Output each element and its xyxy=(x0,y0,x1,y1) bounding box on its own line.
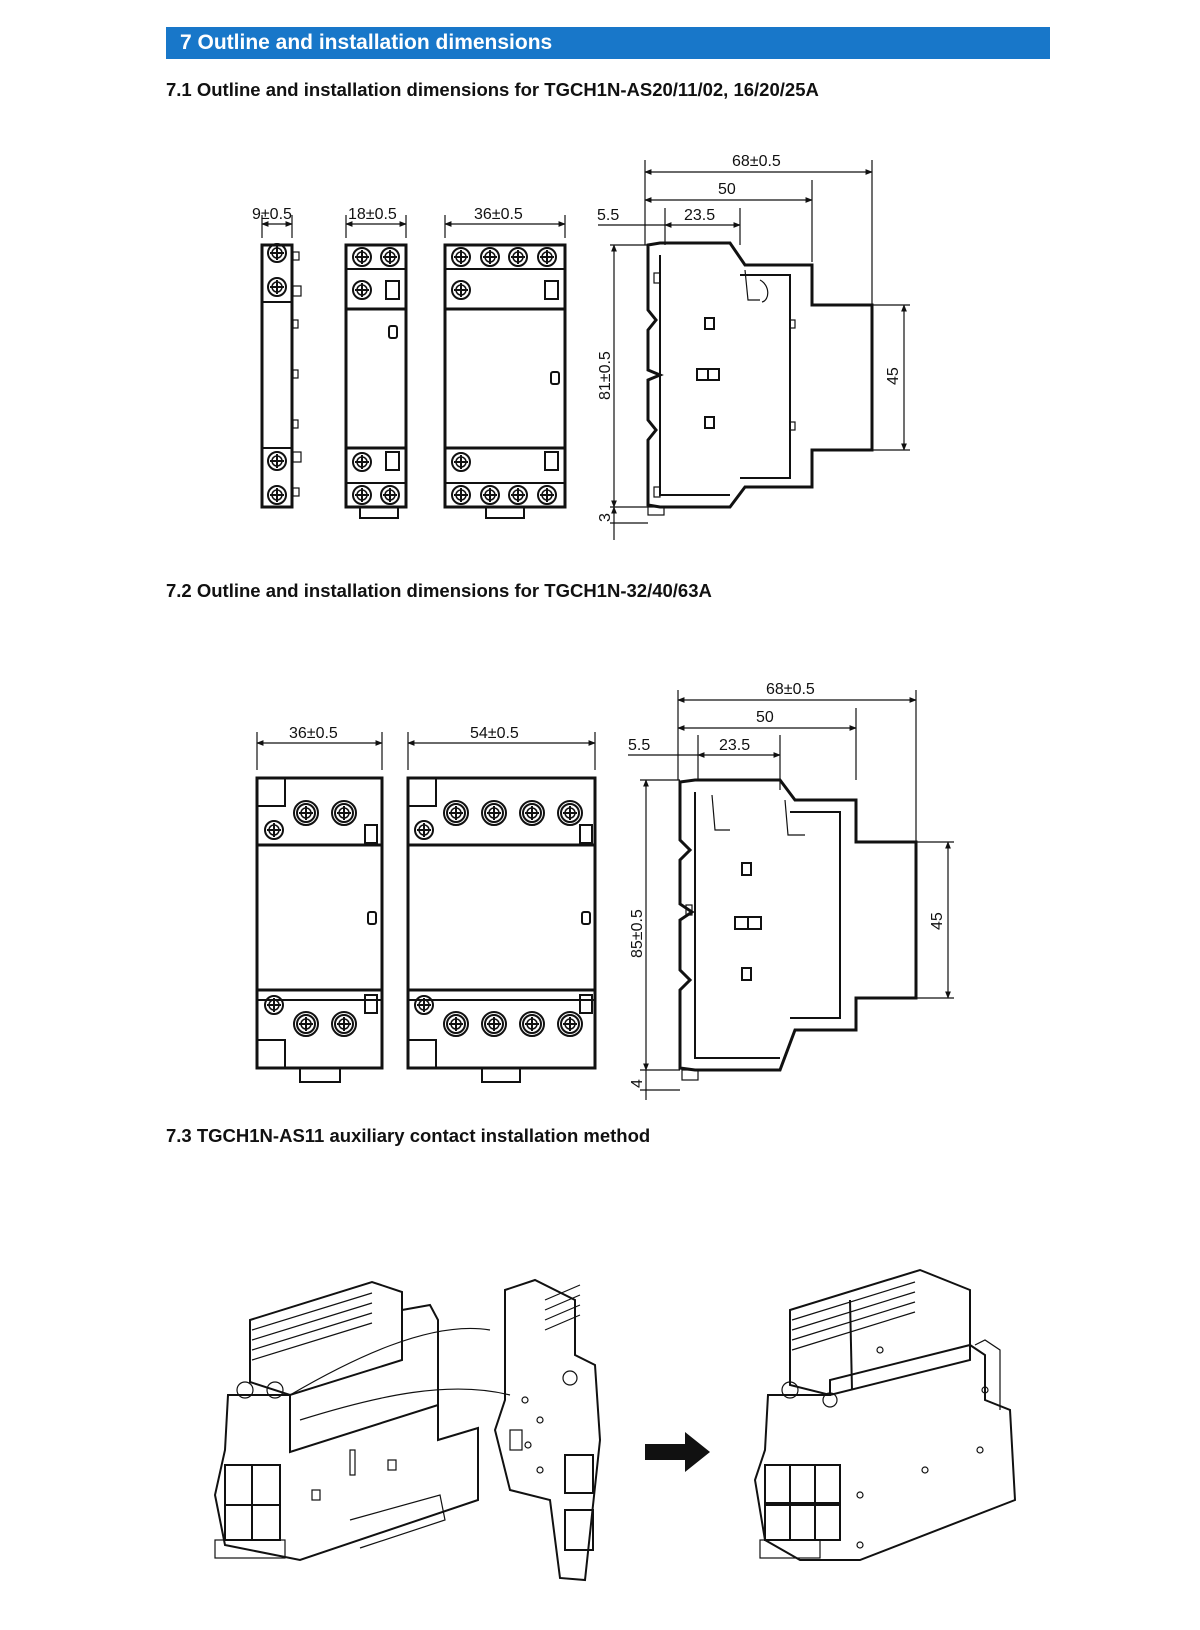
dim-mid-width-2: 50 xyxy=(756,709,774,726)
dim-base: 3 xyxy=(597,513,614,522)
contactor-36mm-front-large: 36±0.5 xyxy=(255,725,384,1083)
dim-height: 81±0.5 xyxy=(597,351,614,400)
dim-total-width: 68±0.5 xyxy=(732,153,781,170)
dim-width-36-large: 36±0.5 xyxy=(289,725,338,742)
dim-offset: 5.5 xyxy=(597,207,619,224)
dim-height-2: 85±0.5 xyxy=(629,909,646,958)
aux-module-9mm-front: 9±0.5 xyxy=(252,206,302,509)
section-banner: 7 Outline and installation dimensions xyxy=(166,27,1050,59)
install-arrow-icon xyxy=(645,1432,710,1472)
contactor-perspective-assembled xyxy=(753,1268,1017,1561)
contactor-36mm-front: 36±0.5 xyxy=(443,206,567,519)
contactor-18mm-front: 18±0.5 xyxy=(344,206,408,519)
dim-base-2: 4 xyxy=(629,1079,646,1088)
dim-width-9: 9±0.5 xyxy=(252,206,292,223)
section-7-1-title: 7.1 Outline and installation dimensions … xyxy=(166,79,819,100)
figure-7-3-installation xyxy=(213,1268,1017,1582)
dim-rail: 45 xyxy=(885,367,902,385)
dim-rail-2: 45 xyxy=(929,912,946,930)
contactor-side-view-2: 68±0.5 50 23.5 5.5 85±0.5 4 45 xyxy=(628,681,954,1100)
dim-offset-2: 5.5 xyxy=(628,737,650,754)
section-7-2-title: 7.2 Outline and installation dimensions … xyxy=(166,580,712,601)
section-7-3-title: 7.3 TGCH1N-AS11 auxiliary contact instal… xyxy=(166,1125,651,1146)
figure-7-2-front-views: 36±0.5 54±0.5 xyxy=(255,681,954,1100)
dim-width-36: 36±0.5 xyxy=(474,206,523,223)
dim-width-54: 54±0.5 xyxy=(470,725,519,742)
contactor-side-view-1: 68±0.5 50 23.5 5.5 81±0.5 3 45 xyxy=(597,153,910,540)
dim-mid-width: 50 xyxy=(718,181,736,198)
contactor-54mm-front: 54±0.5 xyxy=(406,725,597,1083)
dim-inner-width: 23.5 xyxy=(684,207,715,224)
dim-inner-width-2: 23.5 xyxy=(719,737,750,754)
dim-width-18: 18±0.5 xyxy=(348,206,397,223)
dim-total-width-2: 68±0.5 xyxy=(766,681,815,698)
contactor-perspective-left xyxy=(213,1280,511,1562)
aux-contact-module xyxy=(493,1278,602,1582)
figure-7-1-front-views: 9±0.5 18±0.5 xyxy=(252,153,910,540)
